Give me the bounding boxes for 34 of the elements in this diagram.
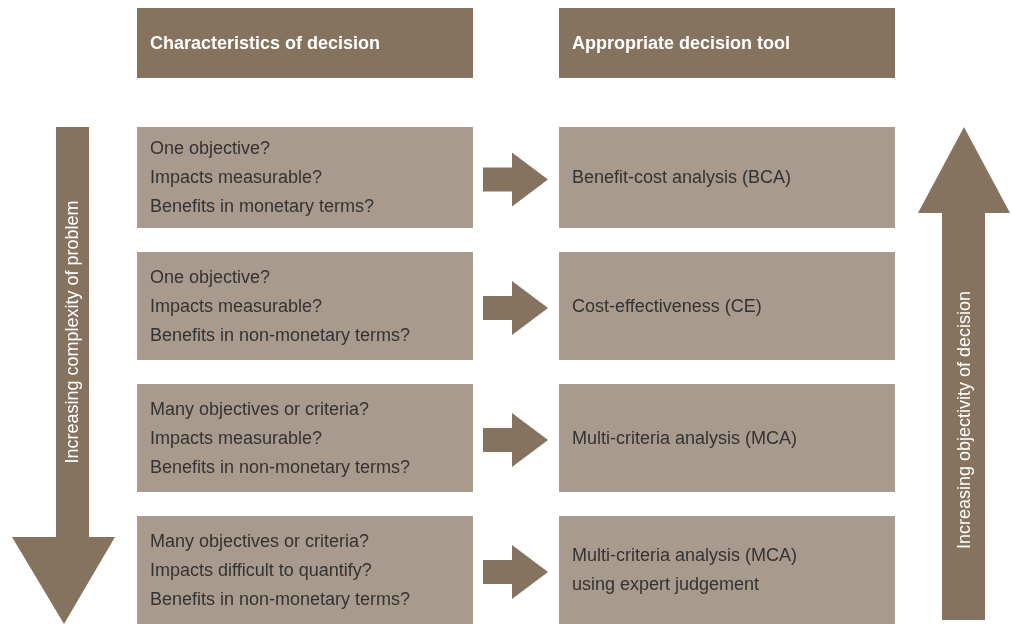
block-arrow (483, 281, 548, 335)
text-box (559, 384, 895, 492)
block-arrow (483, 545, 548, 599)
question-text: Many objectives or criteria? (150, 529, 371, 553)
text-box (137, 384, 473, 492)
question-text: Many objectives or criteria? (150, 397, 371, 421)
question-text: One objective? (150, 137, 272, 160)
column-heading: Appropriate decision tool (572, 31, 791, 55)
question-text: Cost-effectiveness (CE) (572, 294, 763, 318)
text-box (137, 516, 473, 624)
axis-label: Increasing complexity of problem (60, 200, 83, 464)
question-text: Benefits in non-monetary terms? (150, 455, 412, 479)
question-text: Multi-criteria analysis (MCA) (572, 426, 799, 450)
block-arrow (483, 152, 548, 207)
question-text: Benefits in non-monetary terms? (150, 587, 412, 611)
question-text: Benefits in non-monetary terms? (150, 323, 412, 347)
block-arrow (483, 413, 548, 467)
column-heading: Characteristics of decision (150, 31, 382, 55)
question-text: Impacts difficult to quantify? (150, 558, 373, 582)
question-text: Impacts measurable? (150, 166, 324, 189)
question-text: Impacts measurable? (150, 426, 324, 450)
header-box (559, 8, 895, 78)
text-box (559, 252, 895, 360)
text-box (559, 127, 895, 228)
text-box (137, 252, 473, 360)
question-text: Impacts measurable? (150, 294, 324, 318)
text-box (137, 127, 473, 228)
header-box (137, 8, 473, 78)
question-text: Benefits in monetary terms? (150, 195, 376, 218)
question-text: Multi-criteria analysis (MCA) using expert judgement (572, 544, 799, 596)
question-text: Benefit-cost analysis (BCA) (572, 166, 793, 189)
text-box (559, 516, 895, 624)
question-text: One objective? (150, 265, 272, 289)
axis-label: Increasing objectivity of decision (952, 290, 975, 550)
